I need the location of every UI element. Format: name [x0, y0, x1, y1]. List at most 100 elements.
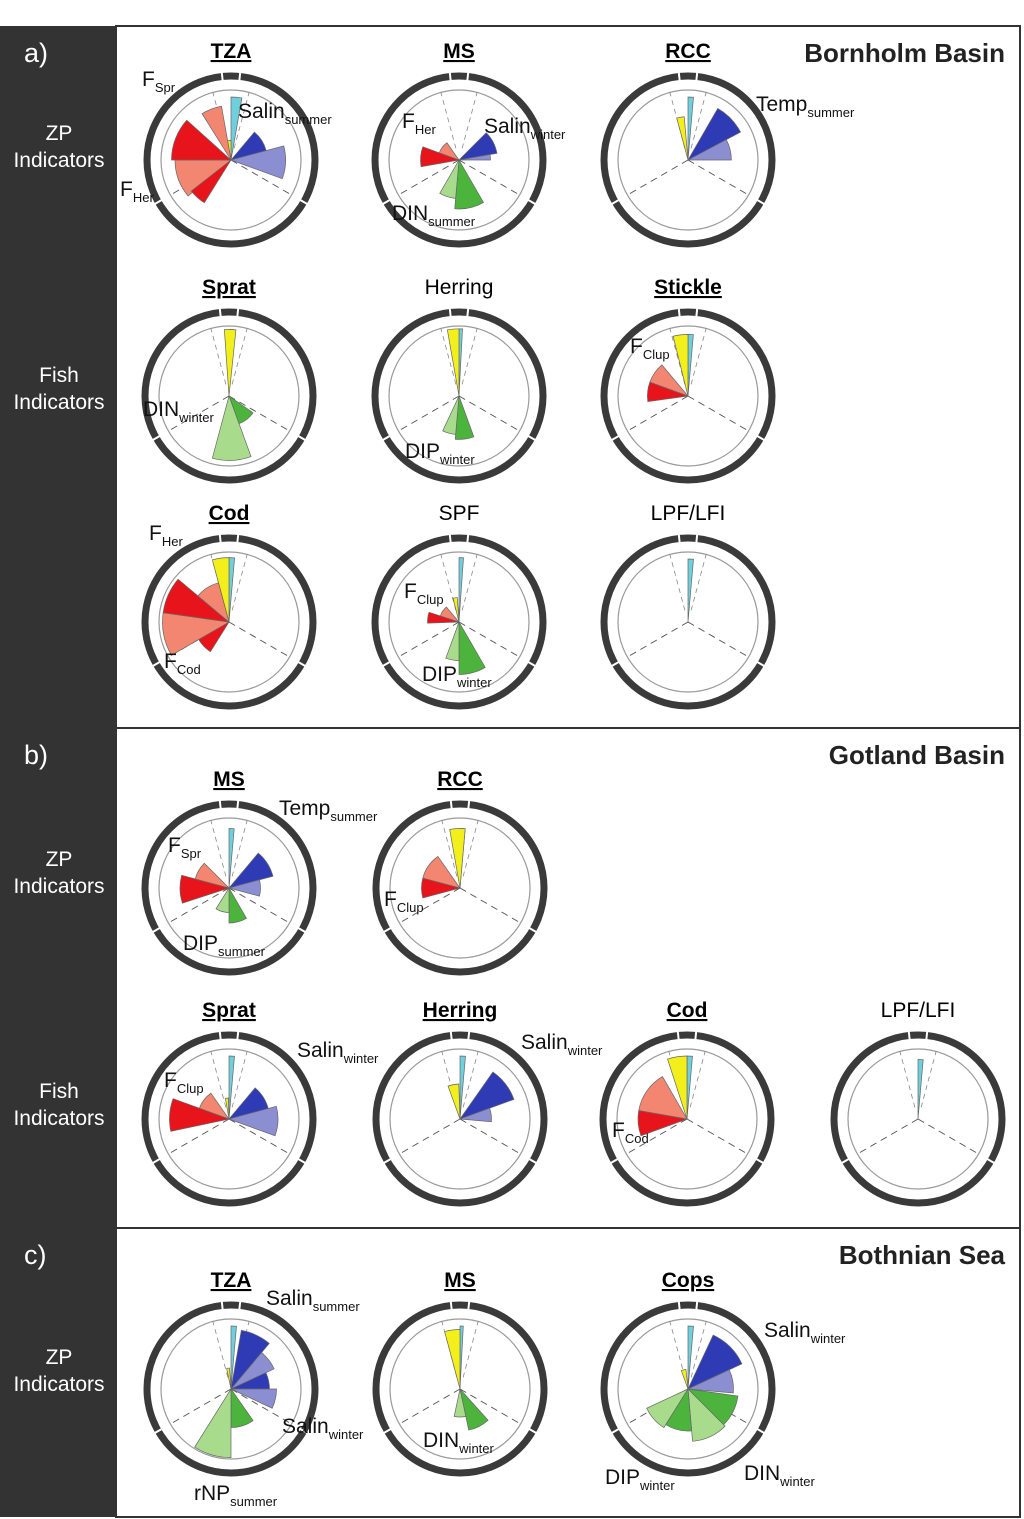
driver-label: Salinwinter [484, 115, 566, 142]
driver-label-sub: summer [807, 105, 855, 120]
inner-circle [847, 1048, 989, 1190]
panel-sidebar [0, 26, 116, 728]
driver-label-sub: Her [162, 534, 184, 549]
inner-circle [158, 1048, 300, 1190]
sector-subdivider [231, 554, 248, 611]
side-label-line: Indicators [13, 149, 104, 172]
panel-frame [115, 25, 1021, 729]
driver-label-main: F [149, 522, 162, 545]
driver-label-main: F [402, 110, 415, 133]
inner-circle [388, 551, 530, 693]
wedge-yellow [444, 1329, 461, 1390]
driver-label-sub: Her [133, 190, 155, 205]
chart-title: MS [443, 40, 475, 63]
ring-tick [695, 533, 699, 544]
chart-title: MS [444, 1269, 476, 1292]
wedge-yellow [447, 1083, 461, 1120]
outer-ring [371, 72, 547, 248]
ring-tick [382, 926, 393, 934]
driver-label: Salinwinter [282, 1415, 364, 1442]
ring-tick [296, 1157, 307, 1165]
driver-label-main: Salin [282, 1415, 329, 1438]
sector-divider [459, 1388, 523, 1426]
driver-label: Tempsummer [756, 93, 855, 120]
driver-label: FHer [402, 110, 436, 137]
ring-tick [526, 434, 537, 442]
wedge-cyan [687, 558, 694, 623]
ring-tick [610, 660, 621, 668]
outer-ring [600, 1301, 776, 1477]
wedge-green [458, 620, 486, 675]
outer-ring [830, 1031, 1006, 1207]
sector-subdivider [440, 92, 457, 149]
sector-divider [230, 159, 294, 197]
sector-subdivider [689, 1051, 706, 1108]
ring-tick [153, 198, 164, 206]
sector-divider [625, 621, 689, 659]
sector-divider [458, 395, 522, 433]
driver-label: FSpr [168, 834, 202, 861]
driver-label: Salinsummer [238, 100, 332, 127]
outer-ring [141, 534, 317, 710]
sector-divider [625, 159, 689, 197]
sector-subdivider [231, 1051, 248, 1108]
outer-ring [600, 534, 776, 710]
chart-title: LPF/LFI [881, 999, 956, 1022]
driver-label: Tempsummer [279, 797, 378, 824]
sector-subdivider [212, 1321, 229, 1378]
wedge-lightgreen [211, 394, 252, 461]
driver-label-main: F [612, 1119, 625, 1142]
chart-title: Cops [662, 1269, 715, 1292]
polar-chart: LPF/LFI [600, 502, 776, 710]
driver-label: DIPwinter [422, 663, 492, 690]
driver-label-sub: winter [343, 1051, 379, 1066]
driver-label-main: DIN [143, 398, 179, 421]
ring-tick [677, 1300, 681, 1311]
driver-label: DINwinter [423, 1429, 495, 1456]
driver-label-sub: winter [456, 675, 492, 690]
driver-label-main: DIN [423, 1429, 459, 1452]
wedge-cyan [230, 1325, 237, 1390]
driver-label-sub: winter [458, 1441, 494, 1456]
ring-tick [236, 799, 240, 810]
ring-tick [527, 1157, 538, 1165]
ring-tick [610, 1427, 621, 1435]
sector-subdivider [669, 554, 686, 611]
driver-label: Salinsummer [266, 1287, 360, 1314]
driver-label-sub: summer [230, 1494, 278, 1509]
ring-tick [220, 1300, 224, 1311]
wedge-salmon [649, 364, 690, 397]
ring-tick [151, 660, 162, 668]
chart-title: Cod [667, 999, 708, 1022]
panel-sidebar [0, 1228, 116, 1517]
driver-label: FClup [384, 888, 424, 915]
inner-circle [388, 89, 530, 231]
wedge-lavender [686, 1369, 734, 1394]
polar-chart: MS DINwinter [372, 1269, 548, 1477]
ring-tick [466, 533, 470, 544]
ring-tick [925, 1030, 929, 1041]
sector-divider [397, 887, 461, 925]
driver-label-main: DIP [605, 1466, 640, 1489]
driver-label-main: DIN [744, 1462, 780, 1485]
outer-ring [600, 308, 776, 484]
chart-title: Stickle [654, 276, 722, 299]
sector-divider [687, 395, 751, 433]
driver-label-main: DIP [405, 440, 440, 463]
driver-label: FCod [164, 650, 201, 677]
wedge-red [179, 874, 231, 904]
wedge-blue [687, 107, 742, 161]
ring-tick [449, 799, 453, 810]
driver-label-sub: winter [439, 452, 475, 467]
sector-subdivider [210, 820, 227, 877]
wedge-salmon [439, 606, 461, 623]
ring-tick [676, 1030, 680, 1041]
wedge-lavender [227, 1105, 279, 1137]
wedge-red [169, 1098, 231, 1132]
